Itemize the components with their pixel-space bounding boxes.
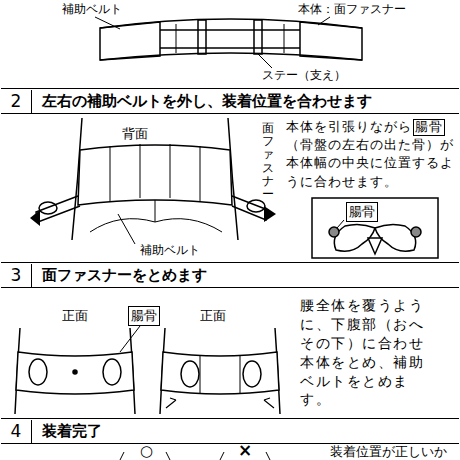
part-label: 面ファスナー (262, 122, 274, 201)
instruction-text: 装着位置が正しいか (330, 444, 447, 460)
ng-mark: × (238, 440, 252, 460)
step-title: 面ファスナーをとめます (32, 266, 207, 285)
step-header: 3面ファスナーをとめます (1, 262, 459, 288)
view-label: 背面 (122, 126, 148, 142)
step-title: 装着完了 (32, 422, 102, 441)
term-text: 腸骨 (349, 204, 375, 219)
term-text: 腸骨 (415, 119, 443, 134)
instruction-text: （骨盤の左右の出た骨）が本体幅の中央に位置するように合わせます。 (286, 137, 454, 188)
ok-mark: ○ (140, 442, 153, 460)
instruction-text: 本体を引張りながら腸骨 （骨盤の左右の出た骨）が本体幅の中央に位置するように合わせ… (286, 118, 454, 191)
term-box: 腸骨 (346, 202, 378, 222)
step-header: 2左右の補助ベルトを外し、装着位置を合わせます (1, 88, 459, 114)
term-text: 腸骨 (131, 308, 157, 323)
term-box: 腸骨 (128, 306, 160, 326)
part-label: 補助ベルト (62, 2, 122, 16)
view-label: 正面 (200, 308, 226, 324)
term-box: 腸骨 (413, 119, 445, 136)
step-header: 4装着完了 (1, 418, 459, 444)
step-number: 2 (1, 90, 32, 113)
part-label: 補助ベルト (140, 243, 200, 257)
step-number: 3 (1, 264, 32, 287)
instruction-text: 本体を引張りながら (286, 119, 412, 134)
step-title: 左右の補助ベルトを外し、装着位置を合わせます (32, 92, 372, 111)
view-label: 正面 (62, 308, 88, 324)
step-number: 4 (1, 420, 32, 443)
part-label: 本体：面ファスナー (298, 2, 406, 16)
part-label: ステー（支え） (262, 68, 346, 82)
instruction-text: 腰全体を覆うように、下腹部（おへその下）に合わせ本体をとめ、補助ベルトをとめます… (300, 296, 434, 409)
